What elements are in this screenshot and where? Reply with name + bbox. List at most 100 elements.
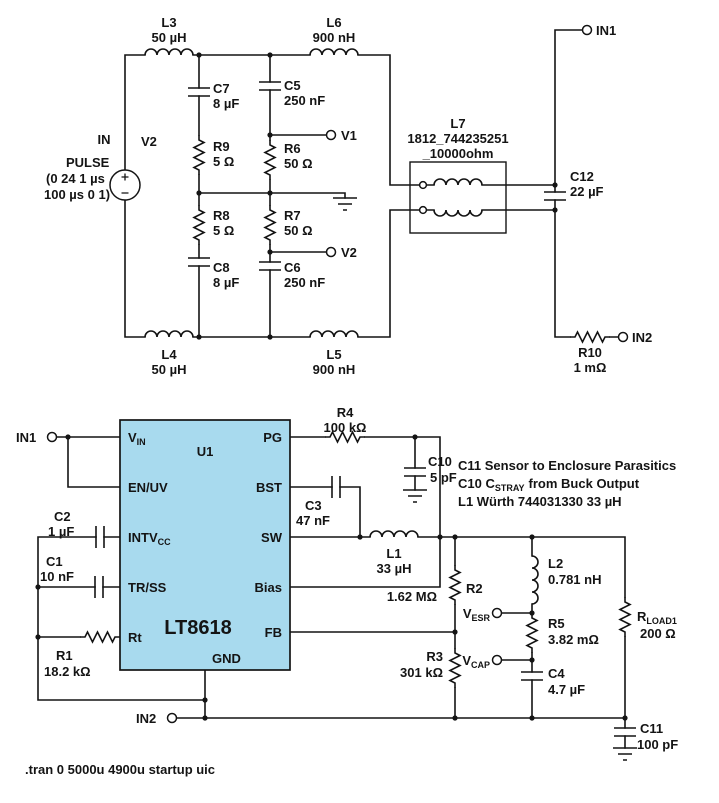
- label-C4-name: C4: [548, 666, 565, 681]
- label-C11-value: 100 pF: [637, 737, 678, 752]
- label-IN2-bottom: IN2: [136, 711, 156, 726]
- label-C4-value: 4.7 µF: [548, 682, 585, 697]
- pin-vin: VIN: [128, 430, 146, 447]
- pin-intvcc: INTVCC: [128, 530, 171, 547]
- label-L3-name: L3: [161, 15, 176, 30]
- label-R7-value: 50 Ω: [284, 223, 313, 238]
- pin-bst: BST: [256, 480, 282, 495]
- label-R2-value: 1.62 MΩ: [387, 589, 437, 604]
- L7-choke-box: [409, 161, 507, 234]
- top-circuit: IN V2 PULSE (0 24 1 µs 100 µs 0 1) L3 50…: [44, 15, 652, 377]
- C12-cap: [543, 191, 567, 201]
- spice-directive: .tran 0 5000u 4900u startup uic: [25, 762, 215, 777]
- L3-coil: [144, 48, 194, 56]
- junction-dots-top: [196, 52, 558, 340]
- label-C1-value: 10 nF: [40, 569, 74, 584]
- label-L7-ohm: _10000ohm: [422, 146, 494, 161]
- label-IN1-bottom: IN1: [16, 430, 36, 445]
- C5-cap: [258, 81, 282, 91]
- pulse-source-symbol: [109, 169, 141, 201]
- R5-resistor: [526, 612, 538, 654]
- L7-winding-bottom: [433, 209, 483, 217]
- label-C6-name: C6: [284, 260, 301, 275]
- L6-coil: [309, 48, 359, 56]
- source-params-2: 100 µs 0 1): [44, 187, 110, 202]
- terminal-V1: [325, 129, 337, 141]
- Rload-resistor: [619, 596, 631, 638]
- label-R5-value: 3.82 mΩ: [548, 632, 599, 647]
- pin-pg: PG: [263, 430, 282, 445]
- label-L5-name: L5: [326, 347, 341, 362]
- pin-gnd: GND: [212, 651, 241, 666]
- label-C5-value: 250 nF: [284, 93, 325, 108]
- note-line-3: L1 Würth 744031330 33 µH: [458, 494, 622, 509]
- label-C6-value: 250 nF: [284, 275, 325, 290]
- ic-refdes: U1: [197, 444, 214, 459]
- label-L1-name: L1: [386, 546, 401, 561]
- label-Vesr: VESR: [463, 606, 491, 623]
- label-R1-name: R1: [56, 648, 73, 663]
- note-line-1: C11 Sensor to Enclosure Parasitics: [458, 458, 676, 473]
- pin-en-uv: EN/UV: [128, 480, 168, 495]
- label-C3-name: C3: [305, 498, 322, 513]
- label-R9-name: R9: [213, 139, 230, 154]
- label-C10-value: 5 pF: [430, 470, 457, 485]
- C10-cap: [403, 467, 427, 477]
- terminal-Vesr: [491, 607, 503, 619]
- label-tap-V2: V2: [341, 245, 357, 260]
- L7-phase-dot-bottom: [418, 205, 428, 215]
- label-L2-value: 0.781 nH: [548, 572, 601, 587]
- label-L6-name: L6: [326, 15, 341, 30]
- ic-part-number: LT8618: [164, 617, 231, 639]
- label-R8-value: 5 Ω: [213, 223, 234, 238]
- source-params-1: (0 24 1 µs: [46, 171, 105, 186]
- C7-cap: [187, 87, 211, 97]
- C10-ground-symbol: [402, 489, 428, 503]
- label-IN1-top: IN1: [596, 23, 616, 38]
- label-tap-V1: V1: [341, 128, 357, 143]
- label-R4-value: 100 kΩ: [324, 420, 367, 435]
- label-C12-name: C12: [570, 169, 594, 184]
- label-R3-value: 301 kΩ: [400, 665, 443, 680]
- L1-coil: [369, 530, 419, 538]
- label-R5-name: R5: [548, 616, 565, 631]
- C2-cap: [95, 525, 105, 549]
- ground-symbol: [332, 197, 358, 211]
- label-C1-name: C1: [46, 554, 63, 569]
- label-R6-name: R6: [284, 141, 301, 156]
- pin-trss: TR/SS: [128, 580, 167, 595]
- label-R2-name: R2: [466, 581, 483, 596]
- terminal-IN2-bottom: [166, 712, 178, 724]
- L4-coil: [144, 330, 194, 338]
- top-wires: [124, 29, 619, 338]
- label-C2-value: 1 µF: [48, 524, 74, 539]
- L7-winding-top: [433, 178, 483, 186]
- label-L5-value: 900 nH: [313, 362, 356, 377]
- label-R8-name: R8: [213, 208, 230, 223]
- pin-bias: Bias: [255, 580, 282, 595]
- pin-sw: SW: [261, 530, 283, 545]
- label-C11-name: C11: [640, 721, 663, 736]
- C3-cap: [331, 475, 341, 499]
- R9-resistor: [193, 134, 205, 176]
- label-C3-value: 47 nF: [296, 513, 330, 528]
- label-R1-value: 18.2 kΩ: [44, 664, 91, 679]
- label-C8-name: C8: [213, 260, 230, 275]
- label-R4-name: R4: [337, 405, 354, 420]
- label-L4-value: 50 µH: [152, 362, 187, 377]
- L2-coil: [531, 555, 539, 605]
- R7-resistor: [264, 204, 276, 246]
- label-R10-value: 1 mΩ: [574, 360, 607, 375]
- R6-resistor: [264, 139, 276, 181]
- L5-coil: [309, 330, 359, 338]
- label-C12-value: 22 µF: [570, 184, 604, 199]
- terminal-IN1-bottom: [46, 431, 58, 443]
- C11-cap: [613, 727, 637, 737]
- label-L6-value: 900 nH: [313, 30, 356, 45]
- R8-resistor: [193, 204, 205, 246]
- label-Vcap: VCAP: [462, 653, 490, 670]
- R3-resistor: [449, 647, 461, 689]
- net-label-in: IN: [98, 132, 111, 147]
